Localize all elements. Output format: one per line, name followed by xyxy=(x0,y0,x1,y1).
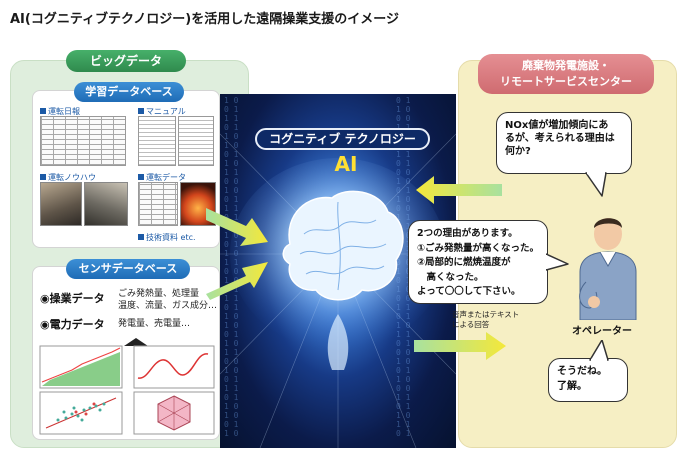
ai-label: AI xyxy=(334,152,358,176)
page-title: AI(コグニティブテクノロジー)を活用した遠隔操業支援のイメージ xyxy=(10,12,399,27)
radar-chart-spokes xyxy=(157,396,191,430)
doc-label-know-how: 運転ノウハウ xyxy=(40,172,96,183)
question-arrow-shape xyxy=(416,176,502,204)
answer-line-3: ②局部的に燃焼温度が xyxy=(417,257,511,268)
remote-center-label-line1: 廃棄物発電施設・ xyxy=(522,59,610,72)
operator-hair xyxy=(594,218,622,228)
scatter-points-red xyxy=(74,402,96,416)
operation-data-desc-1: ごみ発熱量、処理量 xyxy=(118,289,200,299)
area-chart-fill xyxy=(42,352,120,386)
doc-label-manual: マニュアル xyxy=(138,106,186,117)
answer-line-1: 2つの理由があります。 xyxy=(417,228,518,239)
area-chart-line xyxy=(41,347,121,383)
know-how-photo-1 xyxy=(40,182,82,226)
know-how-photo-2 xyxy=(84,182,128,226)
voice-note-line2: による回答 xyxy=(452,320,490,329)
answer-line-4: 高くなった。 xyxy=(417,271,484,283)
power-data-heading: ◉電力データ xyxy=(40,318,105,331)
doc-label-technical: 技術資料 etc. xyxy=(138,232,196,243)
question-line-1: NOx値が増加傾向にあ xyxy=(505,120,609,131)
question-line-2: るが、考えられる理由は xyxy=(505,133,615,144)
answer-arrow-shape xyxy=(414,332,506,360)
operator-label: オペレーター xyxy=(572,326,632,337)
power-data-desc: 発電量、売電量… xyxy=(118,319,191,329)
operation-data-heading: ◉操業データ xyxy=(40,292,105,305)
wave-chart-line xyxy=(137,353,209,379)
doc-label-operation-data: 運転データ xyxy=(138,172,186,183)
sensor-database-label: センサデータベース xyxy=(66,259,190,279)
answer-bubble: 2つの理由があります。 ①ごみ発熱量が高くなった。 ②局部的に燃焼温度が 高くな… xyxy=(408,220,548,304)
doc-label-daily-report: 運転日報 xyxy=(40,106,80,117)
lower-input-arrow xyxy=(206,262,268,300)
question-bubble: NOx値が増加傾向にあ るが、考えられる理由は 何か? xyxy=(496,112,632,174)
remote-center-label-line2: リモートサービスセンター xyxy=(500,75,632,88)
reply-bubble-tail xyxy=(589,340,609,362)
brain-illustration xyxy=(220,133,456,448)
question-line-3: 何か? xyxy=(505,146,531,157)
operator-collar xyxy=(599,251,617,268)
voice-note-line1: 音声またはテキスト xyxy=(452,310,520,319)
voice-note: 音声またはテキスト による回答 xyxy=(452,310,519,330)
answer-line-2: ①ごみ発熱量が高くなった。 xyxy=(417,242,540,254)
operation-data-desc-2: 温度、流量、ガス成分… xyxy=(118,301,218,311)
question-arrow xyxy=(416,176,502,204)
reply-line-1: そうだね。 xyxy=(557,366,607,377)
reply-line-2: 了解。 xyxy=(557,381,587,392)
scatter-points xyxy=(56,402,106,422)
input-arrows xyxy=(206,208,268,300)
question-bubble-tail xyxy=(585,172,607,197)
operator-illustration xyxy=(579,218,637,320)
manual-thumbnail-1 xyxy=(138,116,176,166)
operator-face xyxy=(594,218,622,250)
sensor-charts-graphic xyxy=(39,338,215,435)
wave-chart-frame xyxy=(133,345,215,389)
brain-stem xyxy=(327,314,349,370)
daily-report-thumbnail xyxy=(40,116,126,166)
learning-database-label: 学習データベース xyxy=(74,82,184,102)
upper-input-arrow xyxy=(206,208,268,246)
answer-arrow xyxy=(414,332,506,360)
answer-bubble-tail xyxy=(546,253,569,271)
operator-hand xyxy=(588,296,600,308)
cognitive-technology-title: コグニティブ テクノロジー xyxy=(255,128,430,150)
manual-thumbnail-2 xyxy=(178,116,214,166)
brain-shape xyxy=(282,190,404,301)
big-data-label: ビッグデータ xyxy=(66,50,186,72)
operation-data-thumbnail xyxy=(138,182,178,226)
reply-bubble: そうだね。 了解。 xyxy=(548,358,628,402)
brain-folds xyxy=(299,201,387,291)
chart-pointer xyxy=(124,338,148,346)
answer-line-5: よって〇〇して下さい。 xyxy=(417,286,521,297)
furnace-photo xyxy=(180,182,216,226)
remote-center-label: 廃棄物発電施設・ リモートサービスセンター xyxy=(478,54,654,94)
